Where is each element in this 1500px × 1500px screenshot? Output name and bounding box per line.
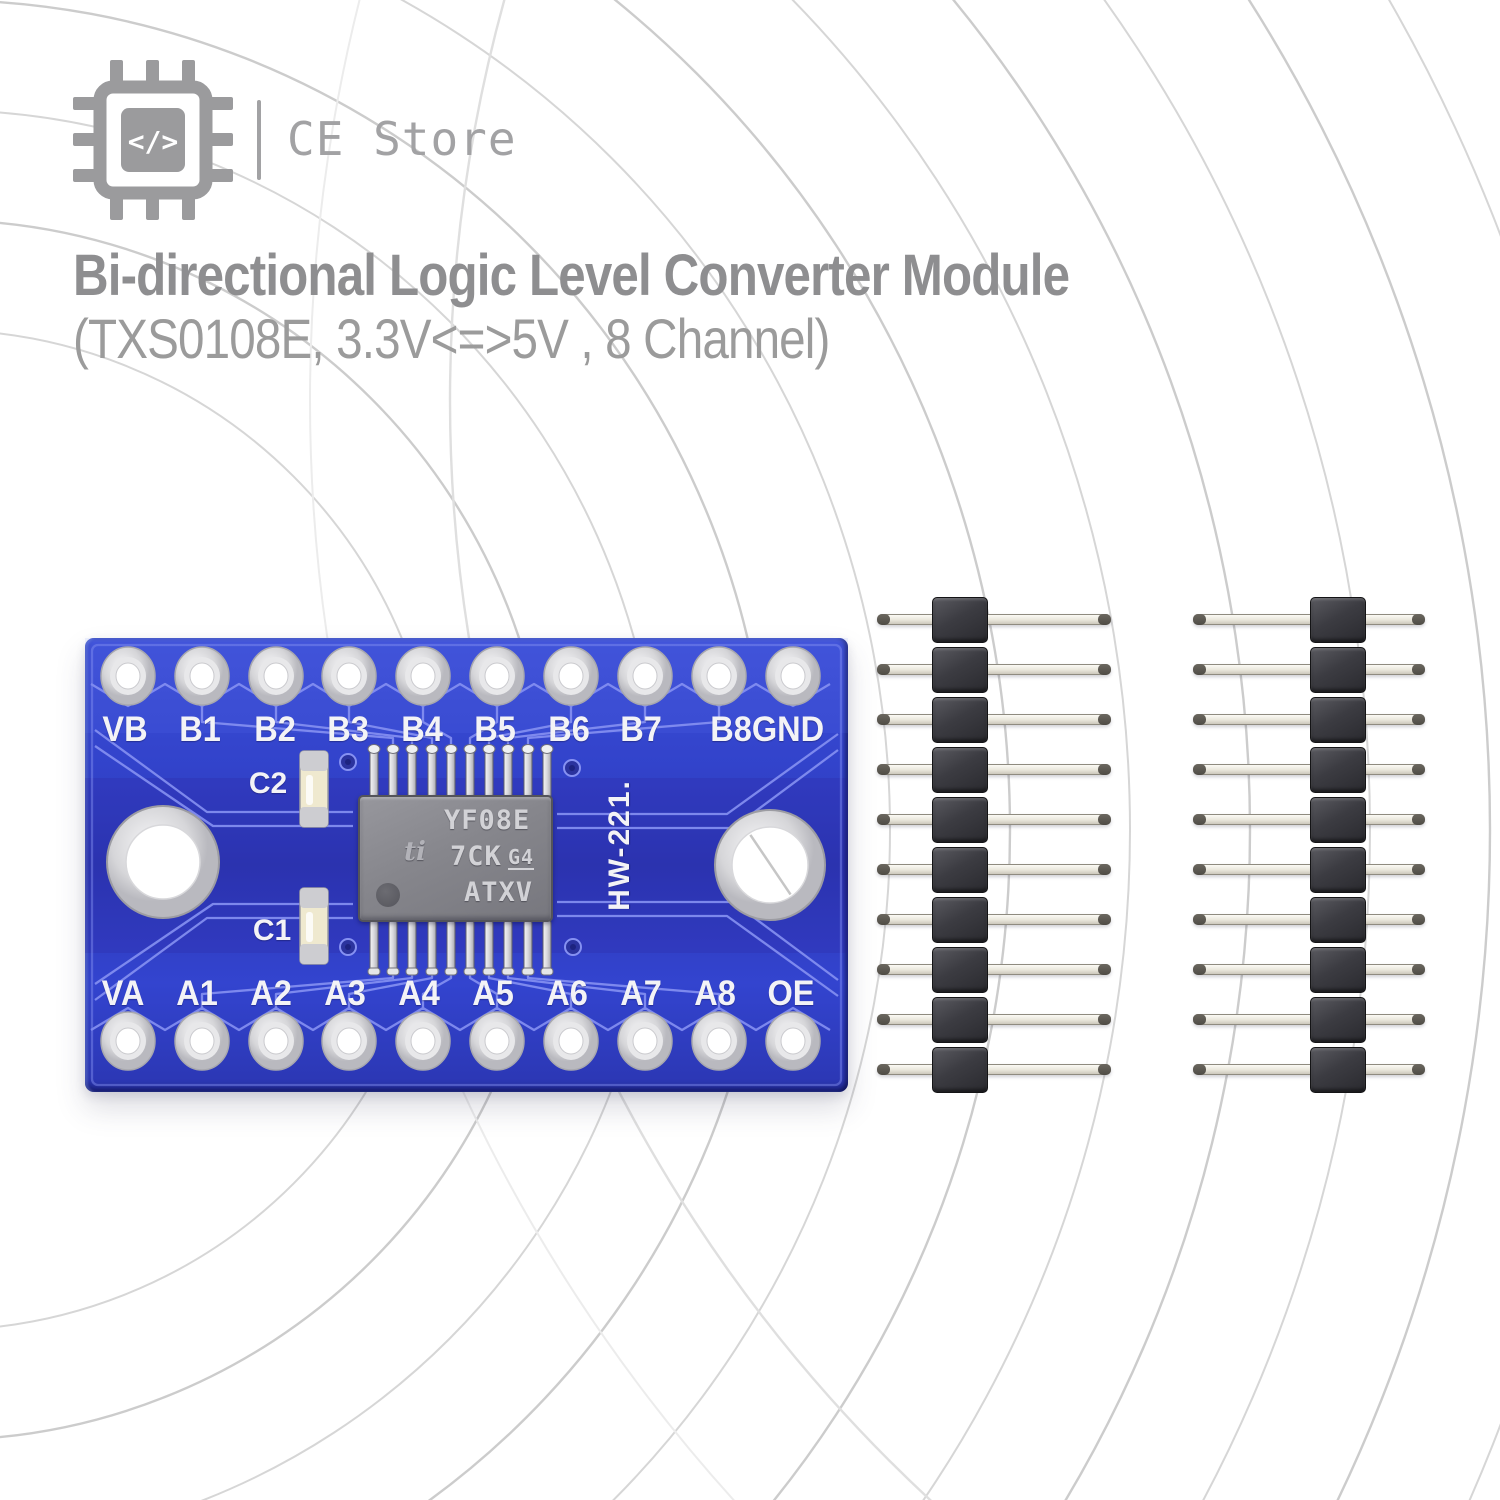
header-pin (877, 964, 1111, 975)
pin-header-right (1193, 597, 1425, 1100)
logo-code-glyph: </> (128, 125, 179, 158)
header-plastic-block (932, 747, 988, 793)
pin-label-a4: A4 (398, 974, 440, 1013)
header-pin (1193, 1064, 1425, 1075)
header-pin (1193, 964, 1425, 975)
pin-label-b1: B1 (179, 710, 221, 749)
header-plastic-block (1310, 597, 1366, 643)
chip-marking-line2: 7CK (450, 841, 502, 872)
header-plastic-block (932, 1047, 988, 1093)
page-subtitle: (TXS0108E, 3.3V<=>5V , 8 Channel) (73, 306, 830, 370)
pin-header-left (877, 597, 1111, 1100)
brand-header: </> CE Store (73, 60, 517, 220)
pin-label-b3: B3 (327, 710, 369, 749)
capacitor-c1-label: C1 (252, 914, 292, 947)
pcb-bottom-pin-labels: VA A1 A2 A3 A4 A5 A6 A7 A8 OE (85, 974, 848, 1014)
pin-label-a8: A8 (694, 974, 736, 1013)
chip-marking-g4: G4 (508, 845, 535, 870)
pin-label-b4: B4 (401, 710, 443, 749)
header-pin (1193, 714, 1425, 725)
pin-label-vb: VB (102, 710, 148, 749)
pin-label-oe: OE (767, 974, 815, 1013)
header-pin (877, 714, 1111, 725)
pin-label-b7: B7 (620, 710, 662, 749)
header-pin (1193, 1014, 1425, 1025)
header-plastic-block (1310, 797, 1366, 843)
pin-label-b2: B2 (254, 710, 296, 749)
pin-label-a6: A6 (546, 974, 588, 1013)
pin-label-a5: A5 (472, 974, 514, 1013)
header-pin (877, 614, 1111, 625)
page-title: Bi-directional Logic Level Converter Mod… (73, 243, 1070, 308)
header-plastic-block (932, 647, 988, 693)
header-plastic-block (932, 997, 988, 1043)
header-pin (1193, 814, 1425, 825)
header-plastic-block (932, 947, 988, 993)
chip-marking-line3: ATXV (464, 877, 534, 908)
pin-label-gnd: GND (751, 710, 825, 749)
header-pin (877, 914, 1111, 925)
header-pin (877, 664, 1111, 675)
capacitor-c2-label: C2 (248, 767, 288, 800)
chip-marking-line1: YF08E (444, 805, 531, 836)
header-pin (1193, 764, 1425, 775)
pin-label-a3: A3 (324, 974, 366, 1013)
header-pin (877, 814, 1111, 825)
pin-label-a2: A2 (250, 974, 292, 1013)
header-plastic-block (932, 897, 988, 943)
header-pin (1193, 614, 1425, 625)
header-plastic-block (1310, 1047, 1366, 1093)
brand-divider (257, 100, 261, 180)
header-pin (1193, 664, 1425, 675)
title-block: Bi-directional Logic Level Converter Mod… (73, 244, 1245, 371)
header-plastic-block (1310, 697, 1366, 743)
pin-label-b5: B5 (474, 710, 516, 749)
header-plastic-block (1310, 747, 1366, 793)
chip-pin1-dot (376, 883, 400, 907)
brand-name: CE Store (287, 112, 517, 166)
chip-code-logo-icon: </> (73, 60, 233, 220)
pcb-artwork (85, 638, 848, 1087)
header-pin (877, 864, 1111, 875)
header-plastic-block (1310, 997, 1366, 1043)
header-plastic-block (1310, 847, 1366, 893)
header-plastic-block (932, 697, 988, 743)
header-plastic-block (932, 847, 988, 893)
pin-label-b6: B6 (548, 710, 590, 749)
header-pin (1193, 864, 1425, 875)
header-plastic-block (1310, 947, 1366, 993)
header-pin (1193, 914, 1425, 925)
pin-label-va: VA (101, 974, 145, 1013)
pin-label-b8: B8 (710, 710, 752, 749)
ti-logo-mark: ti (404, 837, 426, 867)
pin-label-a1: A1 (176, 974, 218, 1013)
header-plastic-block (1310, 897, 1366, 943)
header-pin (877, 764, 1111, 775)
header-plastic-block (932, 597, 988, 643)
pin-label-a7: A7 (620, 974, 662, 1013)
header-plastic-block (932, 797, 988, 843)
header-pin (877, 1064, 1111, 1075)
header-pin (877, 1014, 1111, 1025)
header-plastic-block (1310, 647, 1366, 693)
board-code-label: HW-221. (603, 779, 636, 911)
ic-chip: ti YF08E 7CK G4 ATXV (358, 795, 553, 922)
